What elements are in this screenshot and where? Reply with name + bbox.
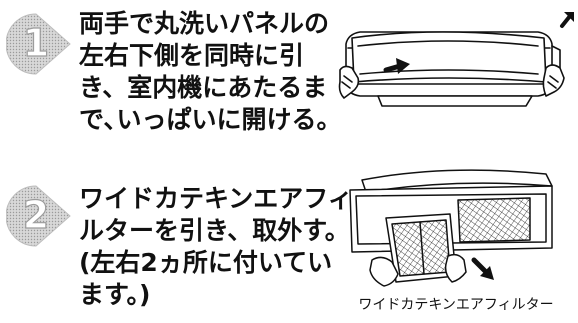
illustration-remove-air-filter	[346, 164, 558, 300]
figure-caption: ワイドカテキンエアフィルター	[358, 297, 554, 313]
step-1: 1 両手で丸洗いパネルの 左右下側を同時に引 き、室内機にあたるま で､いっぱい…	[0, 0, 578, 160]
step-number-badge: 1	[6, 12, 72, 76]
step-number: 2	[23, 193, 49, 237]
illustration-open-front-panel	[338, 12, 576, 130]
step-number: 1	[23, 21, 49, 65]
instruction-line: ます。)	[79, 280, 151, 309]
instruction-line: で､いっぱいに開ける。	[79, 105, 342, 134]
step-2: 2 ワイドカテキンエアフィ ルターを引き、取外す。 (左右2ヵ所に付いてい ます…	[0, 160, 578, 323]
step-number-badge: 2	[6, 184, 72, 248]
step-badge-arrow-shape: 2	[6, 185, 71, 247]
step-instructions: ワイドカテキンエアフィ ルターを引き、取外す。 (左右2ヵ所に付いてい ます。)	[79, 183, 353, 311]
instruction-line: 左右下側を同時に引	[79, 41, 305, 70]
instruction-line: ワイドカテキンエアフィ	[79, 184, 353, 213]
instruction-line: き、室内機にあたるま	[79, 73, 328, 102]
step-instructions: 両手で丸洗いパネルの 左右下側を同時に引 き、室内機にあたるま で､いっぱいに開…	[79, 8, 342, 136]
instruction-line: ルターを引き、取外す。	[79, 216, 350, 245]
step-badge-arrow-shape: 1	[6, 13, 71, 75]
instruction-line: (左右2ヵ所に付いてい	[79, 248, 333, 277]
instruction-line: 両手で丸洗いパネルの	[79, 9, 330, 38]
